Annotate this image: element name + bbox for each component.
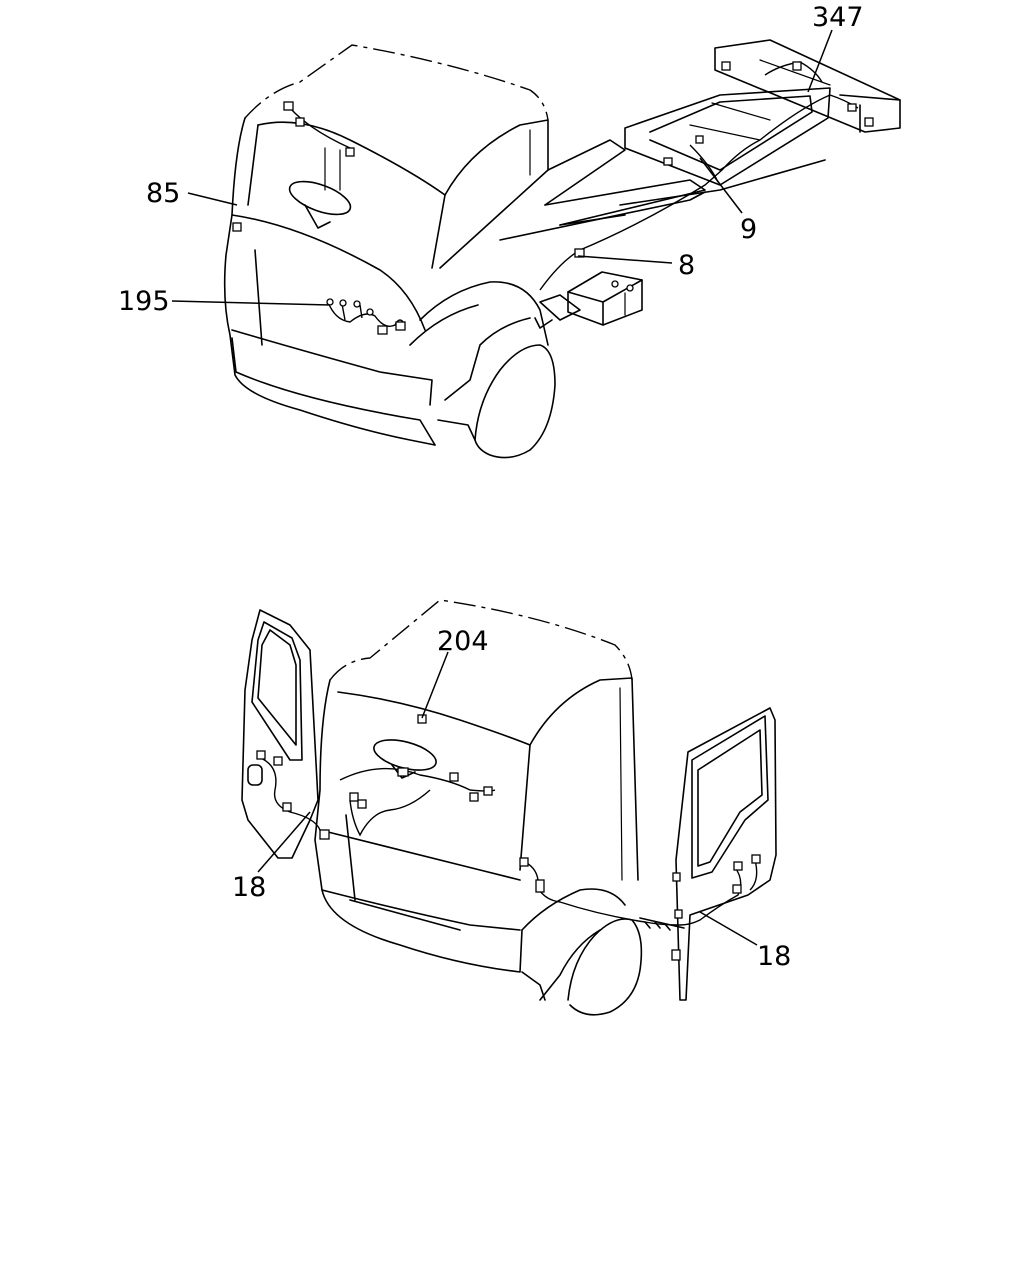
leader-8 [577, 255, 673, 264]
truck-cab-chassis-illustration [223, 39, 901, 459]
leader-85 [187, 192, 238, 206]
callout-9: 9 [740, 214, 757, 245]
callout-8: 8 [678, 250, 695, 281]
leader-347 [807, 29, 833, 93]
leader-18-right [699, 911, 758, 946]
callout-347: 347 [812, 2, 864, 33]
callout-18-right: 18 [757, 941, 791, 972]
leader-204 [421, 651, 449, 719]
leader-195 [171, 300, 331, 306]
leader-18-left [257, 811, 311, 873]
callout-204: 204 [437, 626, 489, 657]
leader-9 [699, 157, 743, 214]
callout-195: 195 [118, 286, 170, 317]
callout-85: 85 [146, 178, 180, 209]
callout-18-left: 18 [232, 872, 266, 903]
truck-cab-doors-illustration [241, 599, 777, 1016]
